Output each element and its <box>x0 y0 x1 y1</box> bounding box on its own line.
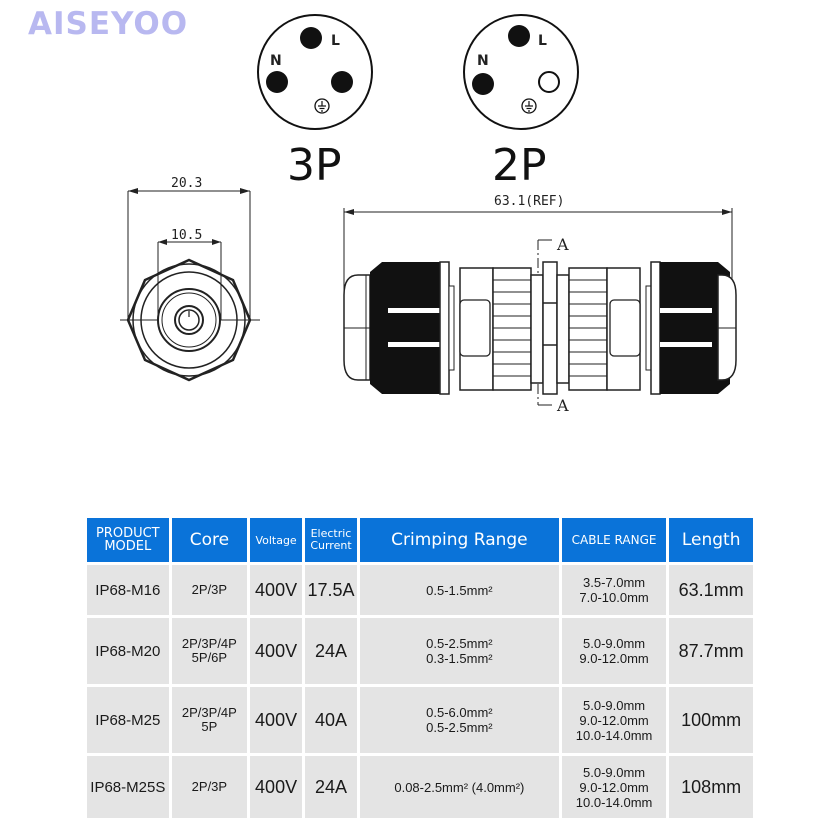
table-row: IP68-M25 2P/3P/4P 5P 400V 40A 0.5-6.0mm²… <box>87 687 753 753</box>
side-view-drawing <box>343 208 737 406</box>
pin-diagram-3p <box>257 14 373 130</box>
cell-model: IP68-M25S <box>87 756 169 818</box>
pin-letter-n: N <box>270 53 282 69</box>
table-row: IP68-M16 2P/3P 400V 17.5A 0.5-1.5mm² 3.5… <box>87 565 753 615</box>
cell-cable: 3.5-7.0mm 7.0-10.0mm <box>561 565 667 615</box>
cell-current: 40A <box>305 687 357 753</box>
pin-letter-l: L <box>331 33 340 49</box>
end-view-drawing <box>120 188 260 382</box>
cell-current: 24A <box>305 618 357 684</box>
pin-earth <box>331 71 353 93</box>
pin-letter-l: L <box>538 33 547 49</box>
header-cable-range: CABLE RANGE <box>561 518 667 562</box>
cell-model: IP68-M20 <box>87 618 169 684</box>
cell-length: 63.1mm <box>669 565 753 615</box>
outer-dimension: 20.3 <box>171 176 203 191</box>
pin-n <box>266 71 288 93</box>
cell-voltage: 400V <box>250 756 302 818</box>
header-product-model: PRODUCT MODEL <box>87 518 169 562</box>
ground-icon <box>521 98 537 114</box>
cell-current: 17.5A <box>305 565 357 615</box>
cell-model: IP68-M16 <box>87 565 169 615</box>
pin-diagram-2p <box>463 14 579 130</box>
cell-length: 87.7mm <box>669 618 753 684</box>
cell-voltage: 400V <box>250 565 302 615</box>
brand-logo: AISEYOO <box>28 6 189 42</box>
section-marker-bottom: A <box>557 396 569 415</box>
pin-n <box>472 73 494 95</box>
cell-length: 108mm <box>669 756 753 818</box>
pin-label-2p: 2P <box>492 140 547 191</box>
cell-cable: 5.0-9.0mm 9.0-12.0mm 10.0-14.0mm <box>561 756 667 818</box>
cell-voltage: 400V <box>250 618 302 684</box>
cell-crimping: 0.08-2.5mm² (4.0mm²) <box>359 756 559 818</box>
header-voltage: Voltage <box>250 518 302 562</box>
table-header-row: PRODUCT MODEL Core Voltage Electric Curr… <box>87 518 753 562</box>
cell-crimping: 0.5-1.5mm² <box>359 565 559 615</box>
header-length: Length <box>669 518 753 562</box>
cell-cable: 5.0-9.0mm 9.0-12.0mm <box>561 618 667 684</box>
pin-letter-n: N <box>477 53 489 69</box>
length-dimension: 63.1(REF) <box>494 194 565 209</box>
cell-core: 2P/3P <box>171 565 248 615</box>
cell-core: 2P/3P/4P 5P/6P <box>171 618 248 684</box>
header-crimping-range: Crimping Range <box>359 518 559 562</box>
ground-icon <box>314 98 330 114</box>
cell-core: 2P/3P/4P 5P <box>171 687 248 753</box>
cell-crimping: 0.5-2.5mm² 0.3-1.5mm² <box>359 618 559 684</box>
cell-cable: 5.0-9.0mm 9.0-12.0mm 10.0-14.0mm <box>561 687 667 753</box>
table-row: IP68-M20 2P/3P/4P 5P/6P 400V 24A 0.5-2.5… <box>87 618 753 684</box>
cell-length: 100mm <box>669 687 753 753</box>
pin-empty <box>538 71 560 93</box>
spec-table: PRODUCT MODEL Core Voltage Electric Curr… <box>84 515 756 821</box>
cell-current: 24A <box>305 756 357 818</box>
table-row: IP68-M25S 2P/3P 400V 24A 0.08-2.5mm² (4.… <box>87 756 753 818</box>
header-core: Core <box>171 518 248 562</box>
pin-label-3p: 3P <box>287 140 342 191</box>
section-marker-top: A <box>557 235 569 254</box>
cell-core: 2P/3P <box>171 756 248 818</box>
cell-model: IP68-M25 <box>87 687 169 753</box>
cell-crimping: 0.5-6.0mm² 0.5-2.5mm² <box>359 687 559 753</box>
cell-voltage: 400V <box>250 687 302 753</box>
pin-l <box>508 25 530 47</box>
inner-dimension: 10.5 <box>171 228 203 243</box>
pin-l <box>300 27 322 49</box>
header-electric-current: Electric Current <box>305 518 357 562</box>
